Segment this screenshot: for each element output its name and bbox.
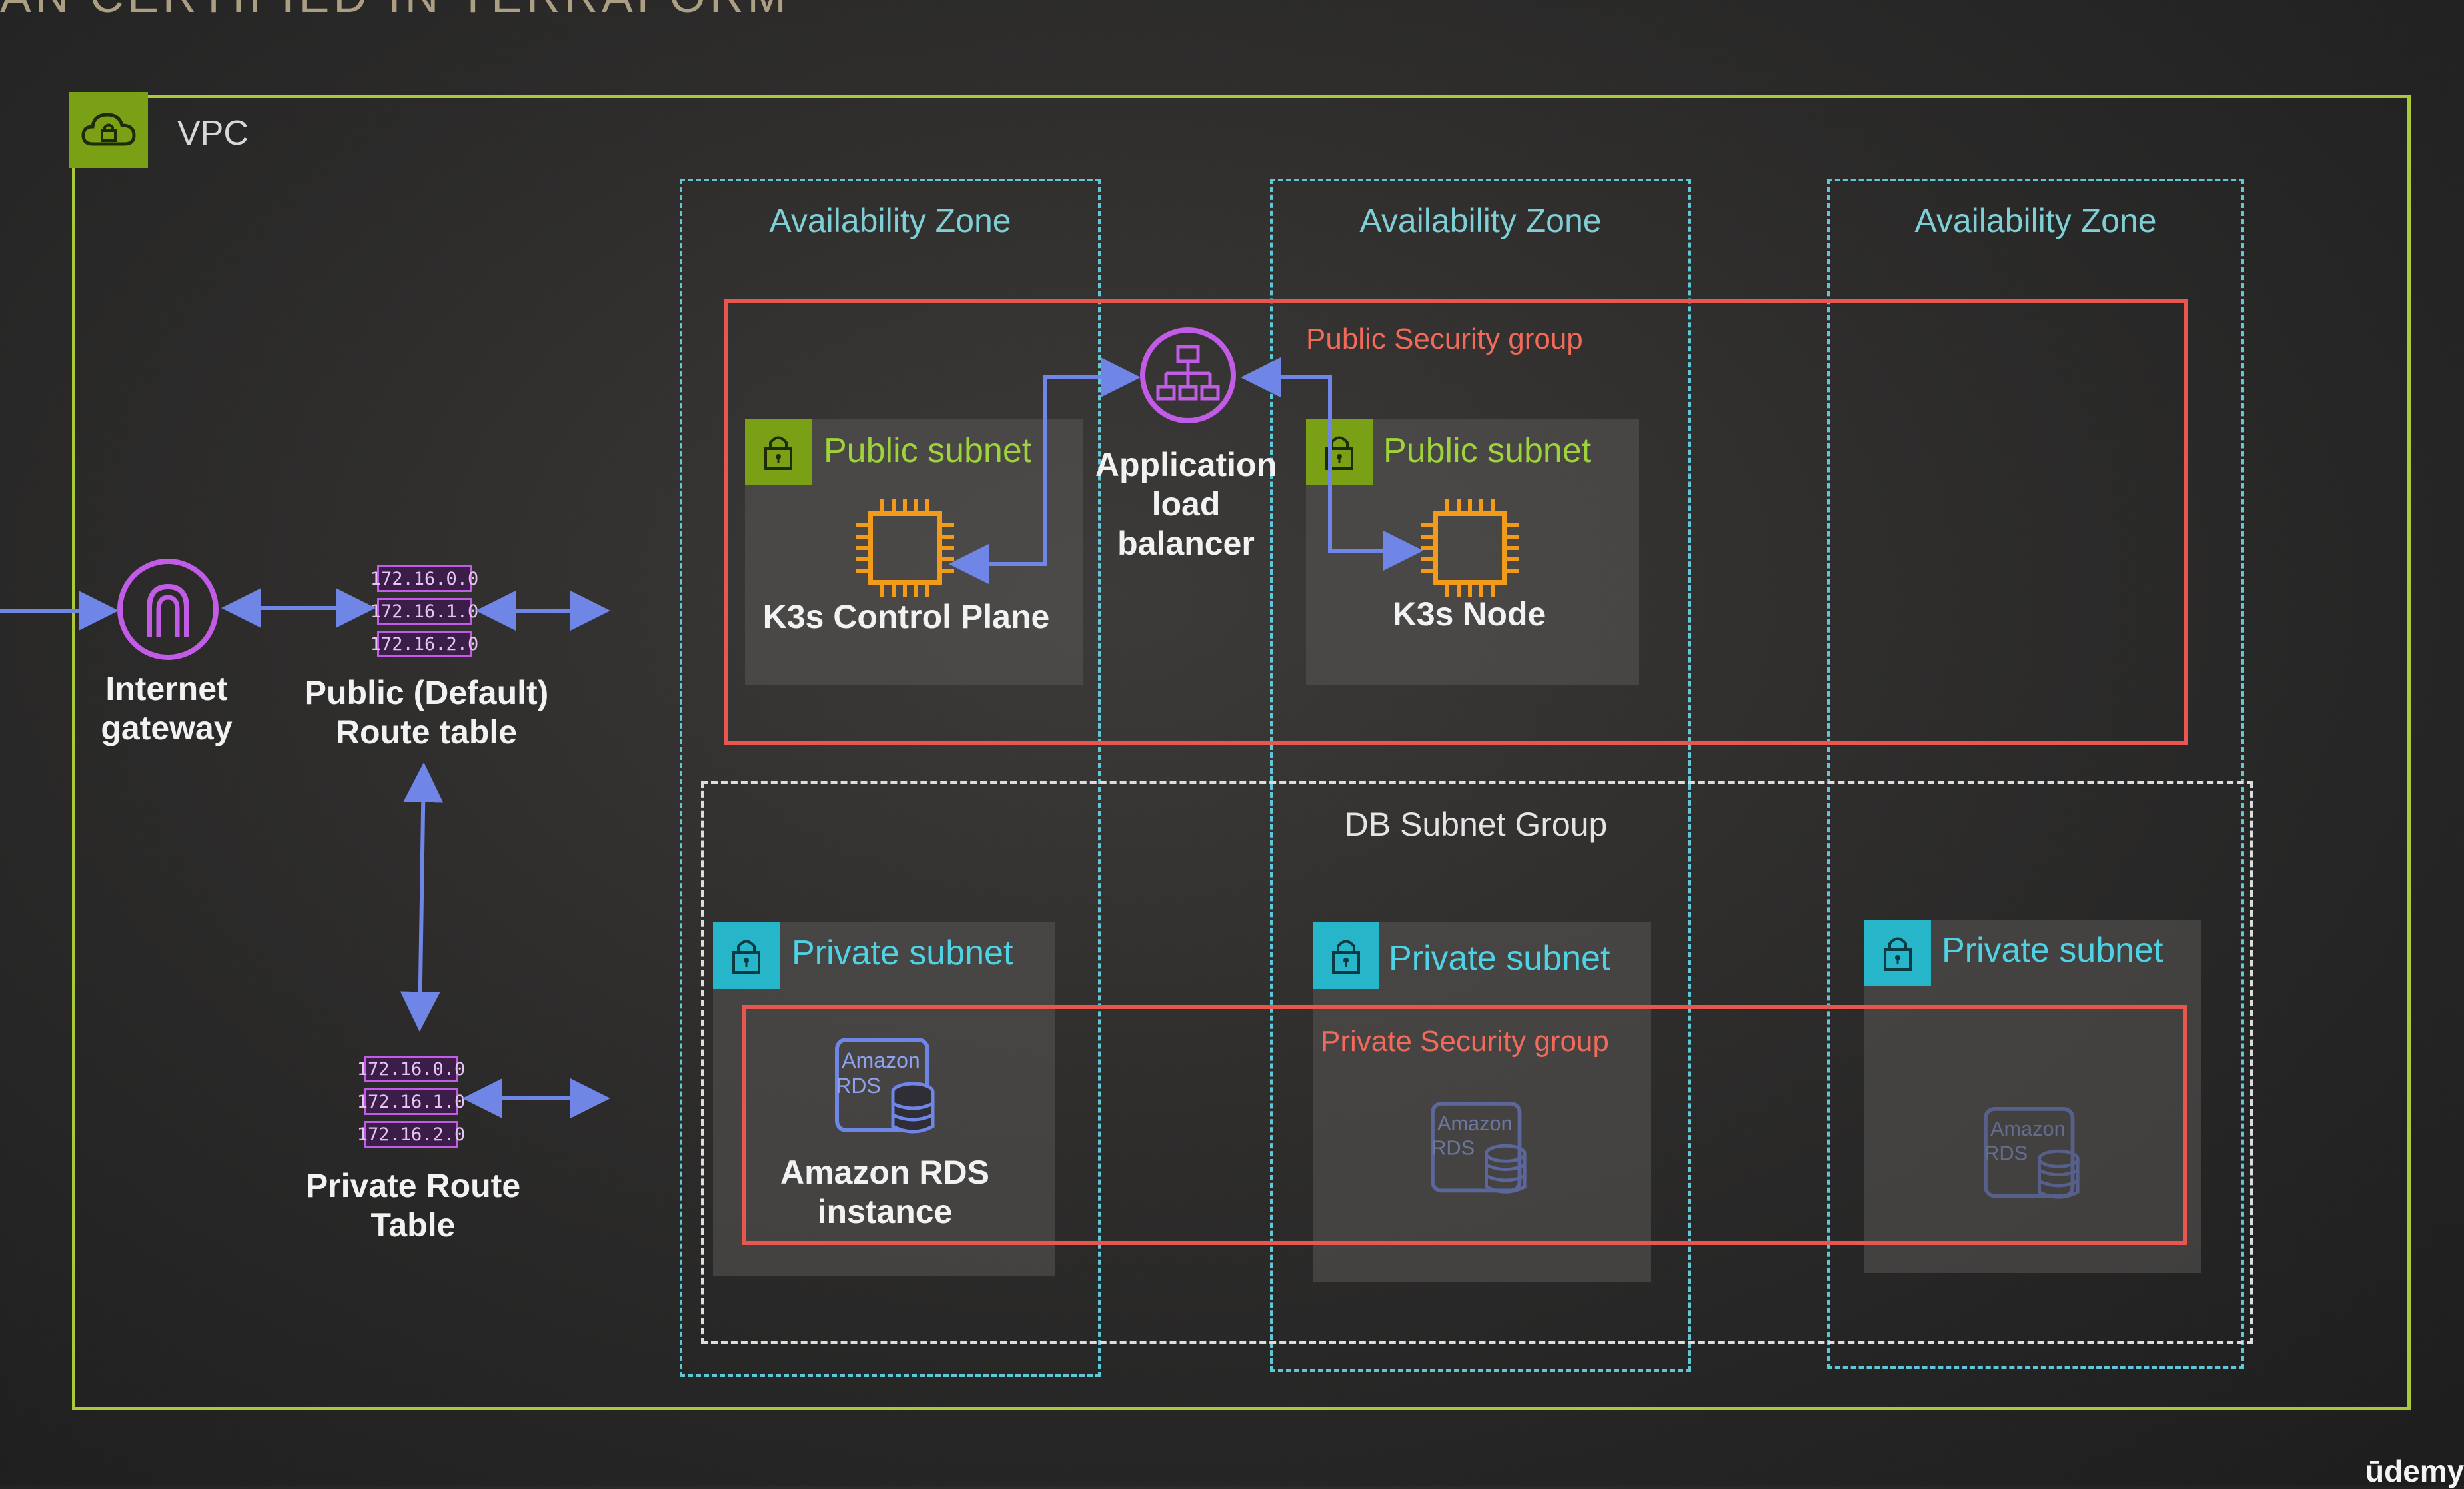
public-route-table-label: Public (Default) Route table — [293, 673, 560, 752]
private-route-table-row: 172.16.0.0 — [357, 1056, 465, 1082]
private-subnet-3-lock-icon — [1864, 920, 1931, 986]
vpc-label: VPC — [177, 114, 249, 153]
load-balancer-label-line2: load — [1151, 485, 1221, 523]
private-subnet-1-label: Private subnet — [792, 934, 1013, 972]
private-route-table-label: Private Route Table — [280, 1166, 546, 1245]
private-route-table-icon: 172.16.0.0 172.16.1.0 172.16.2.0 — [357, 1056, 465, 1154]
amazon-rds-label-line2: instance — [817, 1193, 953, 1230]
vpc-cloud-lock-icon — [69, 92, 148, 168]
amazon-rds-label-line1: Amazon RDS — [780, 1154, 989, 1191]
course-banner-text: AN CERTIFIED IN TERRAFORM — [0, 0, 790, 23]
public-route-table-row: 172.16.1.0 — [370, 598, 478, 625]
amazon-rds-icon-faded: Amazon RDS — [1983, 1106, 2083, 1206]
private-subnet-3-label: Private subnet — [1942, 931, 2163, 970]
private-subnet-2-lock-icon — [1313, 922, 1379, 989]
public-security-group — [724, 299, 2188, 745]
public-route-table-icon: 172.16.0.0 172.16.1.0 172.16.2.0 — [370, 565, 478, 663]
private-subnet-1-lock-icon — [713, 922, 780, 989]
amazon-rds-icon-faded: Amazon RDS — [1430, 1101, 1530, 1200]
amazon-rds-label: Amazon RDS instance — [733, 1153, 1037, 1232]
rds-icon-text-amazon: Amazon — [1990, 1117, 2066, 1140]
public-route-table-label-line1: Public (Default) — [304, 674, 549, 711]
availability-zone-1-label: Availability Zone — [769, 202, 1011, 239]
internet-gateway-icon — [115, 556, 221, 666]
rds-icon-text-rds: RDS — [836, 1074, 881, 1098]
k3s-node-label: K3s Node — [1392, 595, 1546, 633]
private-route-table-label-line2: Table — [370, 1206, 456, 1244]
availability-zone-2 — [1270, 179, 1691, 1372]
availability-zone-2-label: Availability Zone — [1359, 202, 1602, 239]
private-security-group-label: Private Security group — [1321, 1025, 1609, 1058]
rds-icon-text-rds: RDS — [1431, 1136, 1475, 1160]
internet-gateway-label: Internet gateway — [73, 669, 260, 748]
private-route-table-label-line1: Private Route — [305, 1167, 521, 1204]
db-subnet-group-label: DB Subnet Group — [1344, 806, 1608, 843]
availability-zone-1 — [680, 179, 1101, 1377]
public-route-table-row: 172.16.2.0 — [370, 631, 478, 657]
private-subnet-2-label: Private subnet — [1389, 939, 1610, 978]
public-route-table-label-line2: Route table — [335, 713, 518, 750]
internet-gateway-label-line2: gateway — [101, 709, 233, 746]
public-subnet-1-lock-icon — [745, 419, 812, 485]
public-security-group-label: Public Security group — [1306, 323, 1583, 355]
rds-icon-text-amazon: Amazon — [842, 1048, 920, 1072]
availability-zone-3 — [1827, 179, 2244, 1369]
rds-icon-text-rds: RDS — [1984, 1142, 2028, 1165]
rds-icon-text-amazon: Amazon — [1437, 1112, 1513, 1135]
private-route-table-row: 172.16.1.0 — [357, 1088, 465, 1115]
k3s-control-plane-label: K3s Control Plane — [762, 598, 1050, 635]
vpc-boundary — [72, 95, 2411, 1410]
amazon-rds-icon: Amazon RDS — [834, 1037, 938, 1140]
private-security-group — [742, 1005, 2187, 1245]
private-route-table-row: 172.16.2.0 — [357, 1121, 465, 1148]
udemy-watermark-logo: ūdemy — [2365, 1454, 2464, 1488]
availability-zone-3-label: Availability Zone — [1914, 202, 2157, 239]
public-route-table-row: 172.16.0.0 — [370, 565, 478, 592]
db-subnet-group — [701, 781, 2253, 1344]
internet-gateway-label-line1: Internet — [105, 670, 228, 707]
k3s-control-plane-chip-icon — [850, 493, 959, 606]
load-balancer-icon — [1138, 325, 1238, 429]
